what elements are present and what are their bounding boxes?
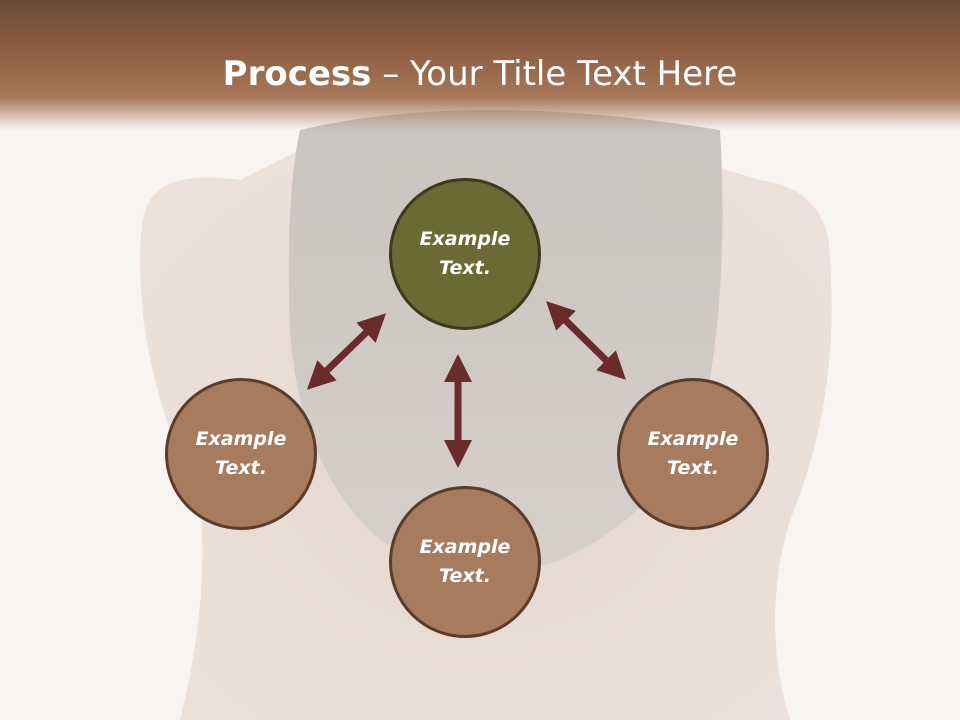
title-separator: – <box>371 54 411 94</box>
node-right-circle: Example Text. <box>617 378 769 530</box>
title-bold: Process <box>222 54 372 94</box>
node-bottom-text: Example Text. <box>419 536 511 587</box>
title-bar <box>0 0 960 130</box>
title-rest: Your Title Text Here <box>410 54 738 94</box>
node-bottom-circle: Example Text. <box>389 486 541 638</box>
node-right-text: Example Text. <box>647 428 739 479</box>
node-left-circle: Example Text. <box>165 378 317 530</box>
node-left-text: Example Text. <box>195 428 287 479</box>
arrow-top-left <box>306 313 387 390</box>
slide-title: Process – Your Title Text Here <box>0 52 960 96</box>
node-top-circle: Example Text. <box>389 178 541 330</box>
arrow-top-right <box>546 301 626 380</box>
node-top-text: Example Text. <box>419 228 511 279</box>
